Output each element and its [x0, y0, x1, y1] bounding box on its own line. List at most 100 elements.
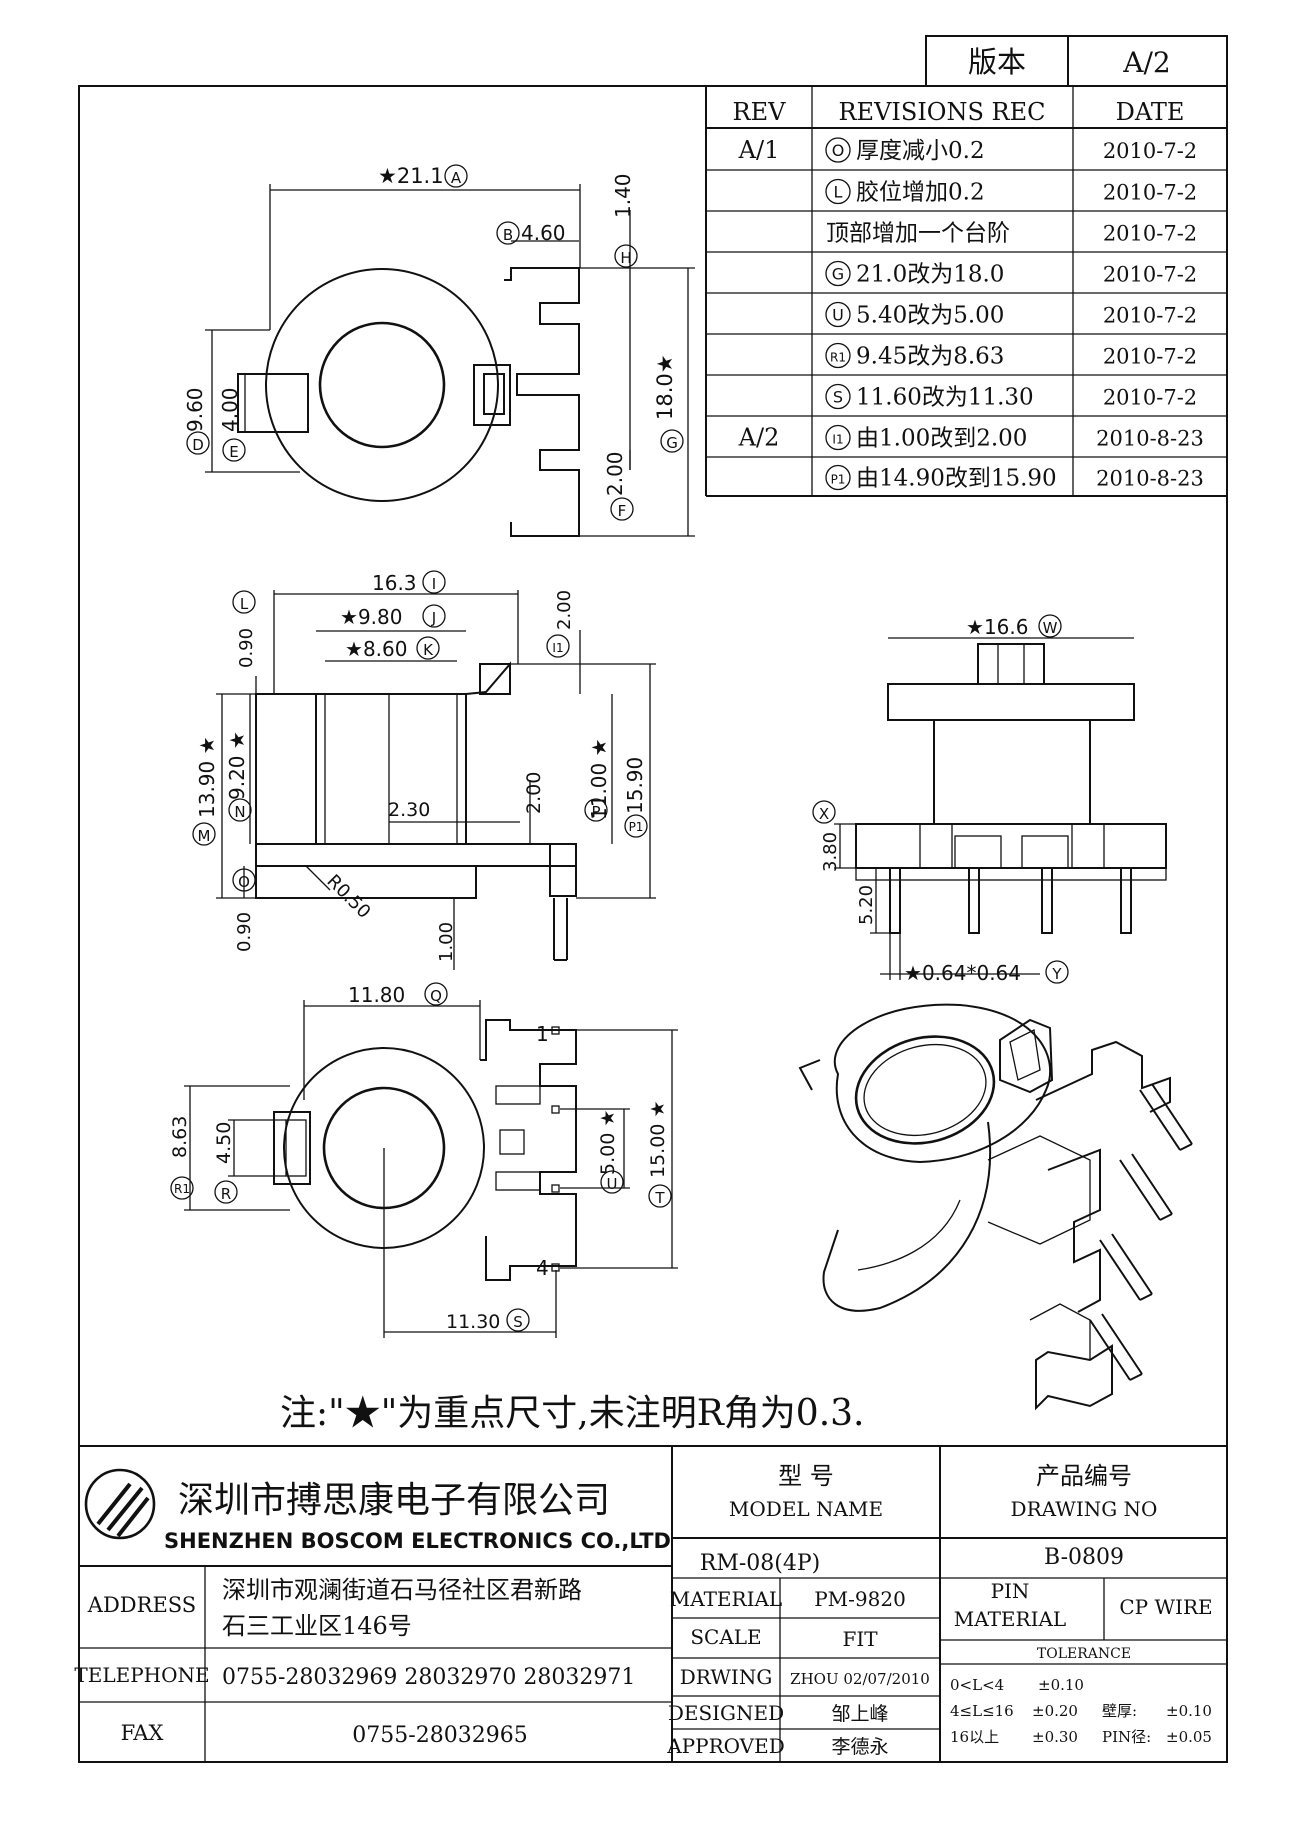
svg-text:X: X	[819, 805, 829, 823]
dim-d: 9.60	[183, 387, 207, 432]
dim-pin: 5.20	[856, 885, 877, 925]
rev-row-text: 胶位增加0.2	[856, 180, 985, 206]
svg-text:O: O	[238, 873, 250, 891]
scale-label: SCALE	[690, 1625, 761, 1649]
rev-row-mark-circle	[825, 342, 851, 369]
rev-row-date: 2010-7-2	[1103, 181, 1197, 205]
svg-text:F: F	[618, 502, 627, 520]
dim-r: 4.50	[213, 1122, 235, 1164]
tolerance-title: TOLERANCE	[1037, 1646, 1131, 1662]
dim-e: 4.00	[218, 387, 242, 432]
version-value: A/2	[1122, 46, 1170, 79]
dim-x: 3.80	[820, 832, 841, 872]
isometric-view	[798, 1003, 1193, 1411]
tol-r1-val: ±0.10	[1038, 1676, 1084, 1694]
sheet-frame	[78, 85, 1228, 1763]
dim-y: ★0.64*0.64	[904, 961, 1021, 985]
tol-r1-range: 0<L<4	[950, 1676, 1004, 1694]
designed-label: DESIGNED	[668, 1701, 784, 1725]
dim-g: 18.0★	[653, 354, 677, 420]
rev-row-mark-circle	[825, 137, 851, 163]
top-view: ★21.1 A B 4.60 1.40 H 18.0★ G 9.60 D 4.0…	[183, 164, 695, 537]
dim-u: 5.00 ★	[597, 1110, 619, 1175]
svg-text:B: B	[503, 226, 513, 244]
tol-wall-val: ±0.10	[1166, 1702, 1212, 1720]
model-value: RM-08(4P)	[700, 1551, 820, 1576]
dim-j: ★9.80	[340, 605, 402, 629]
tol-r3-val: ±0.30	[1032, 1728, 1078, 1746]
address-line1: 深圳市观澜街道石马径社区君新路	[222, 1576, 582, 1604]
rev-row-text: 顶部增加一个台阶	[826, 221, 1010, 247]
drawing-label-cn: 产品编号	[1036, 1462, 1132, 1490]
front-view: 16.3 I ★9.80 J ★8.60 K 0.90 L 2.00 I1 13…	[192, 570, 656, 970]
pin-label-first: 1	[536, 1022, 549, 1046]
rev-row-text: 厚度减小0.2	[856, 138, 985, 164]
rev-row-mark: P1	[831, 473, 846, 487]
dim-m: 13.90 ★	[195, 736, 219, 818]
rev-row-mark-circle	[825, 464, 851, 491]
dim-w: ★16.6	[966, 615, 1028, 639]
svg-text:K: K	[423, 641, 434, 659]
tol-r2-range: 4≤L≤16	[950, 1702, 1014, 1720]
note-text: 注:"★"为重点尺寸,未注明R角为0.3.	[280, 1393, 865, 1434]
pin-label-last: 4	[536, 1256, 549, 1280]
svg-text:Y: Y	[1051, 965, 1062, 983]
telephone-label: TELEPHONE	[74, 1663, 209, 1687]
drawing-label-en: DRAWING NO	[1011, 1497, 1158, 1521]
dim-r1: 8.63	[169, 1116, 191, 1158]
svg-text:R1: R1	[174, 1182, 190, 1196]
rev-row-mark-circle	[825, 424, 851, 451]
side-view: ★16.6 W 3.80 X 5.20 ★0.64*0.64 Y	[812, 614, 1167, 985]
svg-text:I: I	[432, 575, 436, 593]
approved-label: APPROVED	[666, 1734, 785, 1758]
svg-text:I1: I1	[552, 641, 563, 655]
rev-row-mark-circle	[825, 301, 851, 328]
model-label-en: MODEL NAME	[729, 1497, 883, 1521]
svg-text:H: H	[620, 249, 631, 267]
approved-value: 李德永	[831, 1736, 888, 1758]
dim-f: 2.00	[603, 451, 627, 496]
material-label: MATERIAL	[670, 1587, 782, 1611]
rev-row-rev: A/1	[738, 136, 780, 164]
svg-text:R: R	[221, 1185, 231, 1203]
rev-row-mark: G	[832, 265, 844, 284]
telephone-value: 0755-28032969 28032970 28032971	[222, 1665, 635, 1690]
tol-pin-label: PIN径:	[1102, 1728, 1151, 1746]
rev-row-date: 2010-7-2	[1103, 139, 1197, 163]
rev-row-mark: I1	[832, 433, 843, 447]
rev-row-mark-circle	[825, 383, 851, 410]
svg-text:S: S	[513, 1313, 523, 1331]
model-label-cn: 型 号	[778, 1462, 834, 1490]
dim-i: 16.3	[372, 571, 417, 595]
pin-material-value: CP WIRE	[1119, 1595, 1212, 1619]
dim-inner1: 2.30	[388, 799, 430, 821]
dim-s: 11.30	[446, 1311, 500, 1333]
material-value: PM-9820	[814, 1587, 906, 1611]
rev-header-rev: REV	[733, 98, 787, 126]
fax-label: FAX	[121, 1721, 164, 1745]
version-label: 版本	[968, 45, 1026, 79]
svg-text:T: T	[654, 1189, 665, 1207]
dim-q: 11.80	[348, 983, 405, 1007]
svg-text:J: J	[431, 609, 436, 627]
pin-material-label1: PIN	[991, 1579, 1030, 1603]
dim-n: 9.20 ★	[225, 731, 249, 800]
tol-wall-label: 壁厚:	[1102, 1702, 1137, 1720]
svg-text:M: M	[198, 827, 211, 845]
rev-row-text: 由1.00改到2.00	[856, 426, 1027, 452]
dim-b: 4.60	[521, 221, 566, 245]
rev-row-text: 5.40改为5.00	[856, 303, 1004, 329]
rev-header-date: DATE	[1116, 98, 1185, 126]
rev-row-text: 由14.90改到15.90	[856, 466, 1057, 492]
rev-row-mark: S	[833, 388, 843, 407]
title-block: 深圳市搏思康电子有限公司 SHENZHEN BOSCOM ELECTRONICS…	[74, 1445, 1227, 1762]
rev-row-mark: L	[834, 183, 843, 202]
rev-row-date: 2010-7-2	[1103, 222, 1197, 246]
rev-row-date: 2010-8-23	[1096, 467, 1204, 491]
version-box: 版本 A/2	[925, 35, 1228, 87]
svg-text:P: P	[591, 803, 600, 821]
rev-row-date: 2010-8-23	[1096, 427, 1204, 451]
rev-header-rec: REVISIONS REC	[838, 98, 1045, 126]
